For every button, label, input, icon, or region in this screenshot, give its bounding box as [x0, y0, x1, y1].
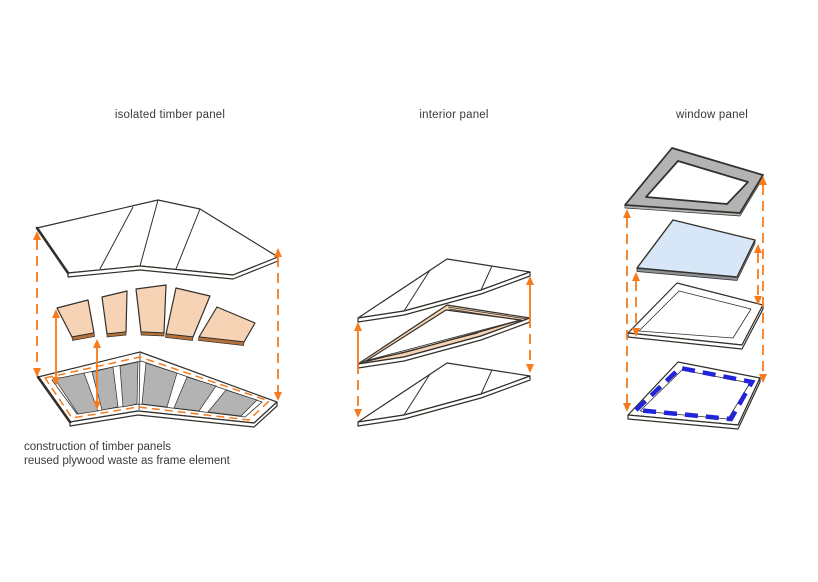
window-glass-panel [636, 219, 756, 281]
dimension-arrow-outer-left [33, 231, 41, 377]
arrowhead-up-icon [33, 231, 41, 240]
fold-line [139, 199, 159, 267]
dimension-arrow-outer-right [759, 176, 767, 383]
caption-line-1: construction of timber panels [24, 441, 172, 453]
interior-frame-layer [357, 304, 531, 369]
infill-piece [56, 299, 95, 338]
arrowhead-down-icon [93, 401, 101, 410]
label-interior-panel: interior panel [419, 109, 489, 121]
caption: construction of timber panels reused ply… [24, 440, 230, 468]
arrowhead-down-icon [623, 403, 631, 412]
arrowhead-down-icon [632, 328, 640, 337]
frame-inner-ring [51, 360, 263, 418]
arrowhead-up-icon [93, 339, 101, 348]
frame-member-line [447, 306, 528, 320]
arrowhead-down-icon [526, 364, 534, 373]
panel-thickness-edge [357, 375, 531, 427]
arrowhead-up-icon [354, 322, 362, 331]
infill-piece [101, 290, 128, 335]
arrowhead-down-icon [274, 392, 282, 401]
window-inner-frame-white [627, 282, 764, 350]
frame-gray-panel [141, 362, 178, 408]
frame-member-line [448, 308, 526, 322]
fold-line [480, 369, 493, 395]
timber-frame-panel [36, 351, 278, 428]
arrowhead-down-icon [52, 377, 60, 386]
panel-left-edge [35, 226, 70, 275]
arrowhead-up-icon [623, 209, 631, 218]
dimension-arrow-inner-left [52, 309, 60, 386]
frame-inner-ring [638, 290, 752, 339]
frame-gray-panel [91, 366, 119, 411]
interior-panel-diagram [354, 258, 534, 427]
arrowhead-up-icon [632, 272, 640, 281]
timber-infill-pieces [56, 284, 256, 346]
fold-line [175, 208, 201, 270]
label-window-panel: window panel [675, 109, 749, 121]
frame-gray-panel [207, 389, 258, 417]
infill-piece-edge [106, 331, 127, 338]
frame-thickness-edge [627, 377, 761, 430]
frame-left-edge [36, 375, 72, 424]
dimension-arrow-left [354, 322, 362, 418]
dimension-arrow-right [526, 276, 534, 373]
infill-piece-edge [71, 332, 95, 341]
arrowhead-down-icon [754, 296, 762, 305]
arrowhead-up-icon [759, 176, 767, 185]
frame-gray-panel [119, 361, 139, 408]
infill-piece-edge [140, 331, 165, 337]
frame-thickness-edge [69, 401, 278, 428]
fold-line [403, 269, 431, 312]
frame-member-line [360, 332, 479, 364]
top-panel-face [36, 199, 279, 276]
fold-line [480, 265, 493, 291]
infill-piece [198, 306, 256, 343]
glass-face [636, 219, 756, 278]
arrowhead-down-icon [354, 409, 362, 418]
infill-piece [135, 284, 167, 334]
frame-highlight-dashed-ring [44, 356, 270, 421]
dimension-arrow-outer-right [274, 248, 282, 401]
window-outer-frame-gray [624, 147, 764, 217]
frame-gray-panel [173, 376, 217, 412]
arrowhead-down-icon [759, 374, 767, 383]
arrowhead-up-icon [526, 276, 534, 285]
infill-piece-edge [198, 336, 245, 346]
frame-member-line [360, 319, 521, 363]
label-isolated-timber-panel: isolated timber panel [114, 109, 226, 121]
fold-line [403, 373, 431, 416]
fold-line [99, 206, 134, 270]
window-panel-diagram [623, 147, 767, 430]
arrowhead-down-icon [33, 368, 41, 377]
gasket-dashed-ring [630, 365, 756, 422]
dimension-arrow-inner-left [632, 272, 640, 337]
arrowhead-up-icon [754, 244, 762, 253]
gray-frame-face [624, 147, 764, 214]
dimension-arrow-center [93, 339, 101, 410]
isolated-timber-panel-diagram [33, 199, 282, 428]
arrowhead-up-icon [274, 248, 282, 257]
explode-arrows-middle-diagram [354, 276, 534, 418]
caption-line-2: reused plywood waste as frame element [24, 455, 230, 467]
explode-arrows-left-diagram [33, 231, 282, 410]
frame-joint-line [138, 352, 141, 411]
frame-thickness-edge [627, 304, 764, 350]
dimension-arrow-inner-right [754, 244, 762, 305]
dimension-arrow-outer-left [623, 209, 631, 412]
arrowhead-up-icon [52, 309, 60, 318]
infill-piece-edge [165, 333, 194, 341]
timber-top-panel [35, 199, 279, 280]
panel-face [357, 362, 531, 423]
interior-bottom-panel [357, 362, 531, 427]
frame-gray-panel [54, 372, 99, 415]
window-base-frame-gasket [627, 361, 761, 430]
explode-arrows-right-diagram [623, 176, 767, 412]
